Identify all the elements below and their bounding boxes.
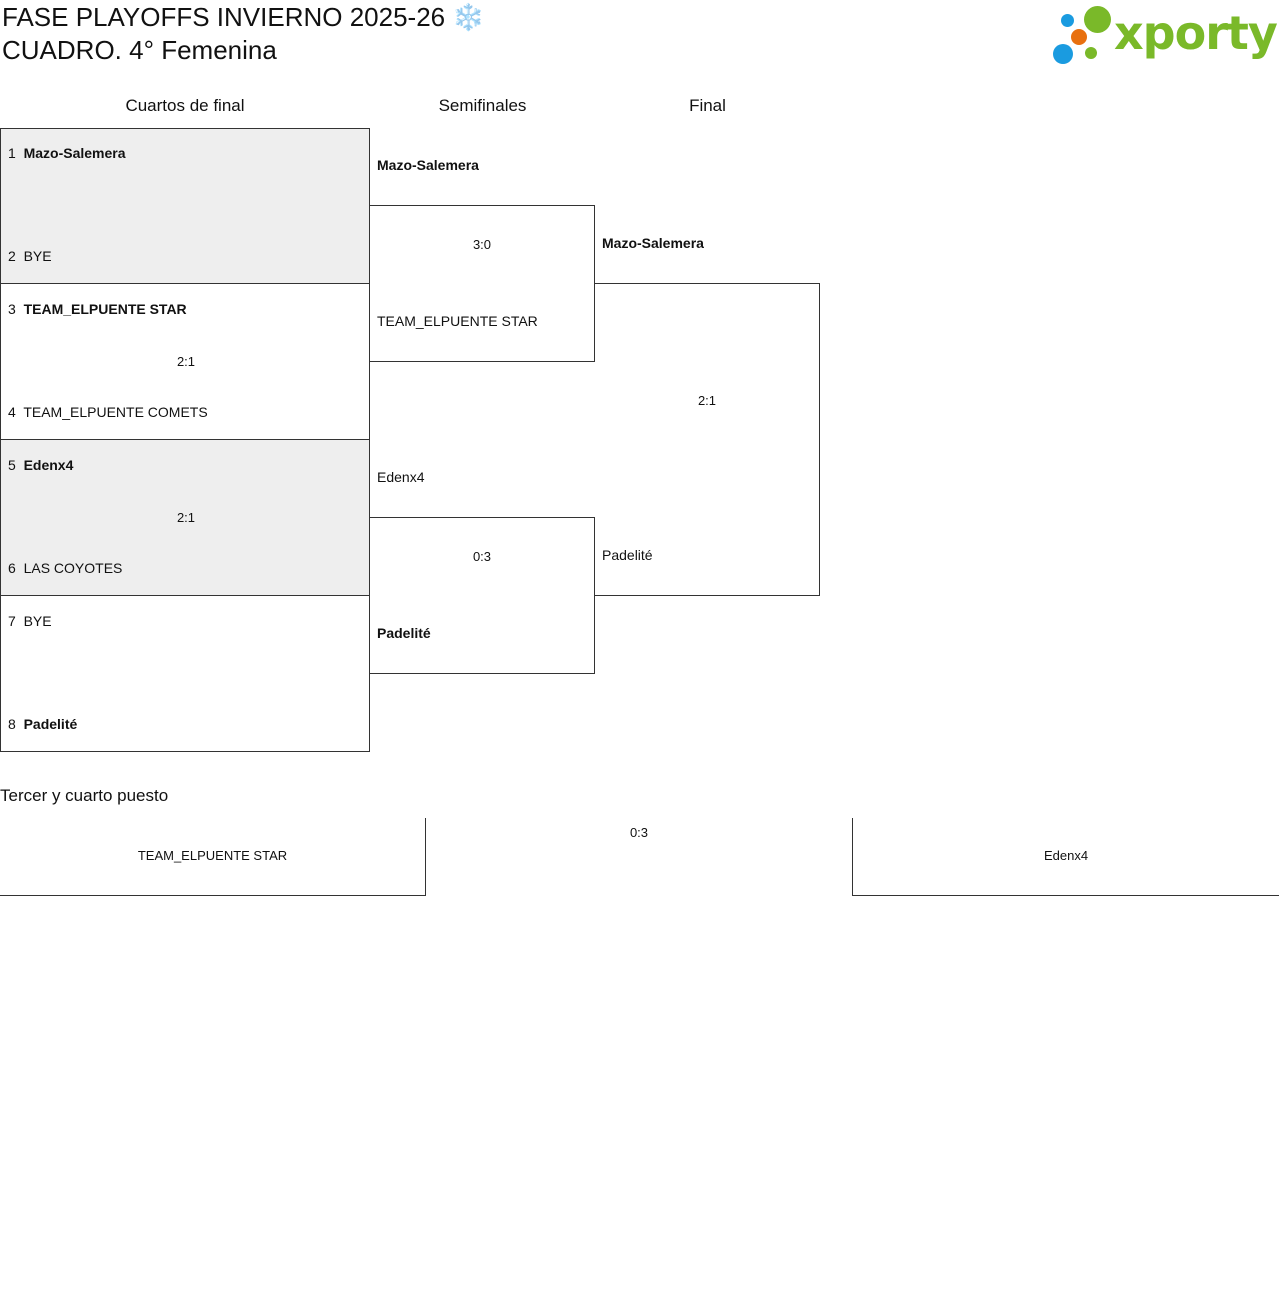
- round-header-quarterfinals: Cuartos de final: [125, 96, 245, 115]
- team-name: 3 TEAM_ELPUENTE STAR: [8, 301, 187, 317]
- xporty-logo: xporty: [1052, 4, 1278, 66]
- round-header-final: Final: [689, 96, 726, 115]
- team-name: 5 Edenx4: [8, 457, 74, 473]
- team-name: 8 Padelité: [8, 716, 78, 732]
- third-place-team2-box[interactable]: Edenx4: [852, 818, 1279, 896]
- final-match[interactable]: 2:1: [594, 283, 820, 596]
- team-name: Edenx4: [1043, 848, 1089, 863]
- match-score: 0:3: [472, 549, 492, 564]
- final-team2: Padelité: [602, 547, 653, 563]
- match-score: 2:1: [697, 393, 717, 408]
- round-header-semifinals: Semifinales: [438, 96, 527, 115]
- qf-match-2[interactable]: 3 TEAM_ELPUENTE STAR 2:1 4 TEAM_ELPUENTE…: [0, 283, 370, 440]
- qf-match-1[interactable]: 1 Mazo-Salemera 2 BYE: [0, 128, 370, 284]
- match-score: 2:1: [176, 354, 196, 369]
- page-title: FASE PLAYOFFS INVIERNO 2025-26 ❄️: [2, 2, 485, 32]
- sf1-team1: Mazo-Salemera: [377, 157, 479, 173]
- final-team1: Mazo-Salemera: [602, 235, 704, 251]
- team-name: 6 LAS COYOTES: [8, 560, 123, 576]
- third-place-score: 0:3: [629, 825, 649, 840]
- sf2-team2: Padelité: [377, 625, 431, 641]
- team-name: 2 BYE: [8, 248, 52, 264]
- qf-match-3[interactable]: 5 Edenx4 2:1 6 LAS COYOTES: [0, 439, 370, 596]
- match-score: 2:1: [176, 510, 196, 525]
- qf-match-4[interactable]: 7 BYE 8 Padelité: [0, 595, 370, 752]
- team-name: 1 Mazo-Salemera: [8, 145, 126, 161]
- third-place-team1-box[interactable]: TEAM_ELPUENTE STAR: [0, 818, 426, 896]
- third-place-title: Tercer y cuarto puesto: [0, 786, 169, 805]
- sf-match-1[interactable]: 3:0: [369, 205, 595, 362]
- page-subtitle: CUADRO. 4° Femenina: [2, 35, 277, 65]
- sf2-team1: Edenx4: [377, 469, 425, 485]
- sf-match-2[interactable]: 0:3: [369, 517, 595, 674]
- sf1-team2: TEAM_ELPUENTE STAR: [377, 313, 538, 329]
- team-name: 4 TEAM_ELPUENTE COMETS: [8, 404, 208, 420]
- match-score: 3:0: [472, 237, 492, 252]
- team-name: TEAM_ELPUENTE STAR: [137, 848, 288, 863]
- team-name: 7 BYE: [8, 613, 52, 629]
